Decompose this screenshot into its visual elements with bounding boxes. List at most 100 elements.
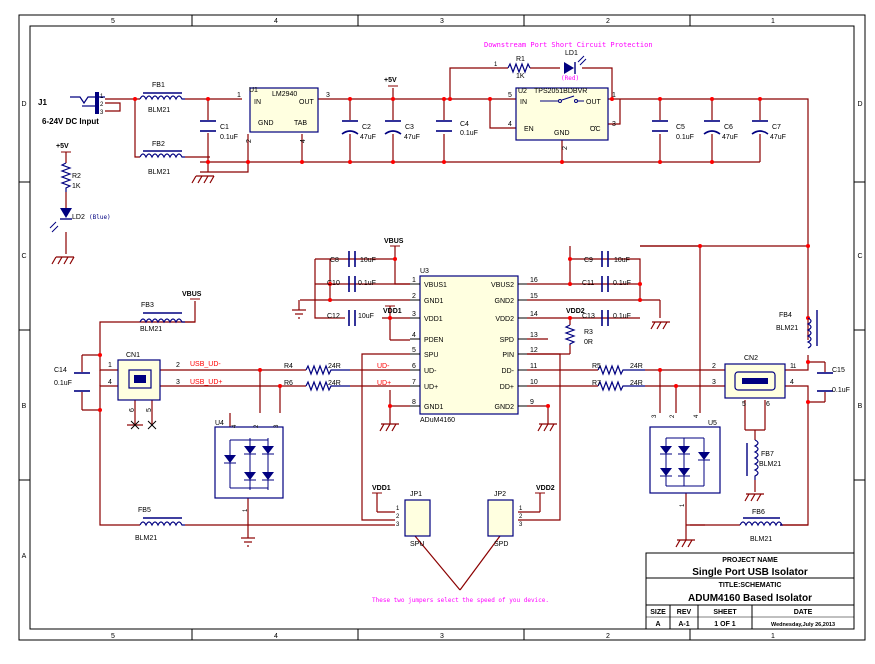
ground-icon: [292, 300, 306, 319]
c8-ref: C8: [330, 257, 339, 264]
vdd2-flag: VDD2: [536, 485, 555, 492]
fb1-ref: FB1: [152, 82, 165, 89]
j1-ref: J1: [38, 98, 47, 107]
r7-val: 24R: [630, 380, 643, 387]
fb3: FB3 BLM21: [139, 302, 185, 333]
u3-pin-name: PDEN: [424, 337, 443, 344]
fb6: FB6 BLM21: [739, 509, 783, 543]
cap-c2: C2 47uF: [341, 120, 376, 141]
u3-pin-name: SPU: [424, 352, 438, 359]
c12-val: 10uF: [358, 313, 374, 320]
cn1-pin: 6: [129, 408, 136, 412]
c6-val: 47uF: [722, 134, 738, 141]
zone-row-left: B: [22, 403, 27, 410]
zone-col-bottom: 5: [111, 633, 115, 640]
fb4-val: BLM21: [776, 325, 798, 332]
r6-ref: R6: [284, 380, 293, 387]
cn1-pin: 3: [176, 379, 180, 386]
r6-val: 24R: [328, 380, 341, 387]
ground-icon: [379, 423, 399, 432]
u3-pin-number: 9: [530, 399, 534, 406]
u3-pin-number: 4: [412, 332, 416, 339]
u3-pin-name: UD-: [424, 368, 437, 375]
sheet-value: 1 OF 1: [714, 621, 736, 628]
zone-col-top: 3: [440, 18, 444, 25]
ld2-color: (Blue): [89, 214, 111, 221]
u5-pin: 3: [652, 414, 658, 418]
u3-pin-number: 12: [530, 347, 538, 354]
cn1-pin: 5: [146, 408, 153, 412]
fb1-val: BLM21: [148, 107, 170, 114]
r4-val: 24R: [328, 363, 341, 370]
fb7-val: BLM21: [759, 461, 781, 468]
u2-pin-num: 4: [508, 121, 512, 128]
cn2-usb-connector: CN2 2 1 3 4 5 6: [712, 355, 794, 408]
u3-pin-number: 2: [412, 293, 416, 300]
zone-row-right: C: [857, 253, 862, 260]
jp2-jumper: JP2 SPD 1 2 3: [487, 491, 523, 548]
zone-col-bottom: 3: [440, 633, 444, 640]
r1-pin: 1: [494, 62, 498, 68]
u4-ref: U4: [215, 420, 224, 427]
cn1-pin: 4: [108, 379, 112, 386]
ld2-ref: LD2: [72, 214, 85, 221]
u2-pin-num: 3: [612, 121, 616, 128]
jp2-pin: 3: [519, 522, 523, 528]
u3-pin-name: GND1: [424, 404, 444, 411]
ld2-led: LD2 (Blue): [49, 208, 111, 233]
border-labels: 5 4 3 2 1 5 4 3 2 1 D C B A D C B: [21, 18, 862, 640]
r3-ref: R3: [584, 329, 593, 336]
u3-pin-name: UD+: [424, 384, 438, 391]
cn2-pin: 5: [742, 401, 746, 408]
u3-pin-number: 15: [530, 293, 538, 300]
zone-col-top: 1: [771, 18, 775, 25]
cn2-pin: 4: [790, 379, 794, 386]
title-block: PROJECT NAME Single Port USB Isolator TI…: [645, 552, 855, 630]
u2-pin-num: 2: [562, 146, 569, 150]
protection-note: Downstream Port Short Circuit Protection: [484, 41, 653, 49]
date-label: DATE: [794, 609, 813, 616]
r7-resistor: R7 24R: [592, 380, 645, 392]
u3-pin-name: GND1: [424, 298, 444, 305]
fb2-val: BLM21: [148, 169, 170, 176]
ld1-ref: LD1: [565, 50, 578, 57]
jp1-label: SPU: [410, 541, 424, 548]
zone-col-top: 5: [111, 18, 115, 25]
u3-pin-name: GND2: [495, 298, 515, 305]
border-zones: [19, 15, 865, 640]
u1-pin-num: 3: [326, 92, 330, 99]
r2-ref: R2: [72, 173, 81, 180]
c10-val: 0.1uF: [358, 280, 376, 287]
cn2-pin: 1: [790, 363, 794, 370]
u4-pin: 4: [232, 424, 238, 428]
ld1-color: (Red): [561, 75, 579, 82]
u1-pin-out: OUT: [299, 99, 315, 106]
u1-pin-gnd: GND: [258, 120, 274, 127]
u2-pin-in: IN: [520, 99, 527, 106]
r3-val: 0R: [584, 339, 593, 346]
fb5: FB5 BLM21: [135, 507, 185, 542]
u1-pin-num: 1: [237, 92, 241, 99]
u5-pin: 2: [670, 414, 676, 418]
cn1-usb-connector: CN1 1 4 2 3 6 5: [108, 352, 180, 412]
u2-pin-out: OUT: [586, 99, 602, 106]
fb2: FB2 BLM21: [139, 141, 185, 176]
ground-symbols: [51, 175, 764, 548]
fb5-ref: FB5: [138, 507, 151, 514]
cn1-pin: 2: [176, 362, 180, 369]
jumper-note: These two jumpers select the speed of yo…: [372, 597, 549, 604]
ld1-led: LD1 (Red): [561, 50, 587, 82]
ground-icon: [191, 175, 215, 184]
jp2-pin: 2: [519, 514, 523, 520]
u1-pin-in: IN: [254, 99, 261, 106]
u3-pin-name: GND2: [495, 404, 515, 411]
u3-pin-name: DD-: [502, 368, 515, 375]
u3-pin-number: 5: [412, 347, 416, 354]
u4-tvs-array: U4 4 2 3 1: [214, 420, 284, 512]
fb4-pin: 1: [793, 364, 797, 370]
c7-val: 47uF: [770, 134, 786, 141]
r5-val: 24R: [630, 363, 643, 370]
u2-name: TPS2051BDBVR: [534, 88, 587, 95]
u3-pin-name: VBUS2: [491, 282, 514, 289]
